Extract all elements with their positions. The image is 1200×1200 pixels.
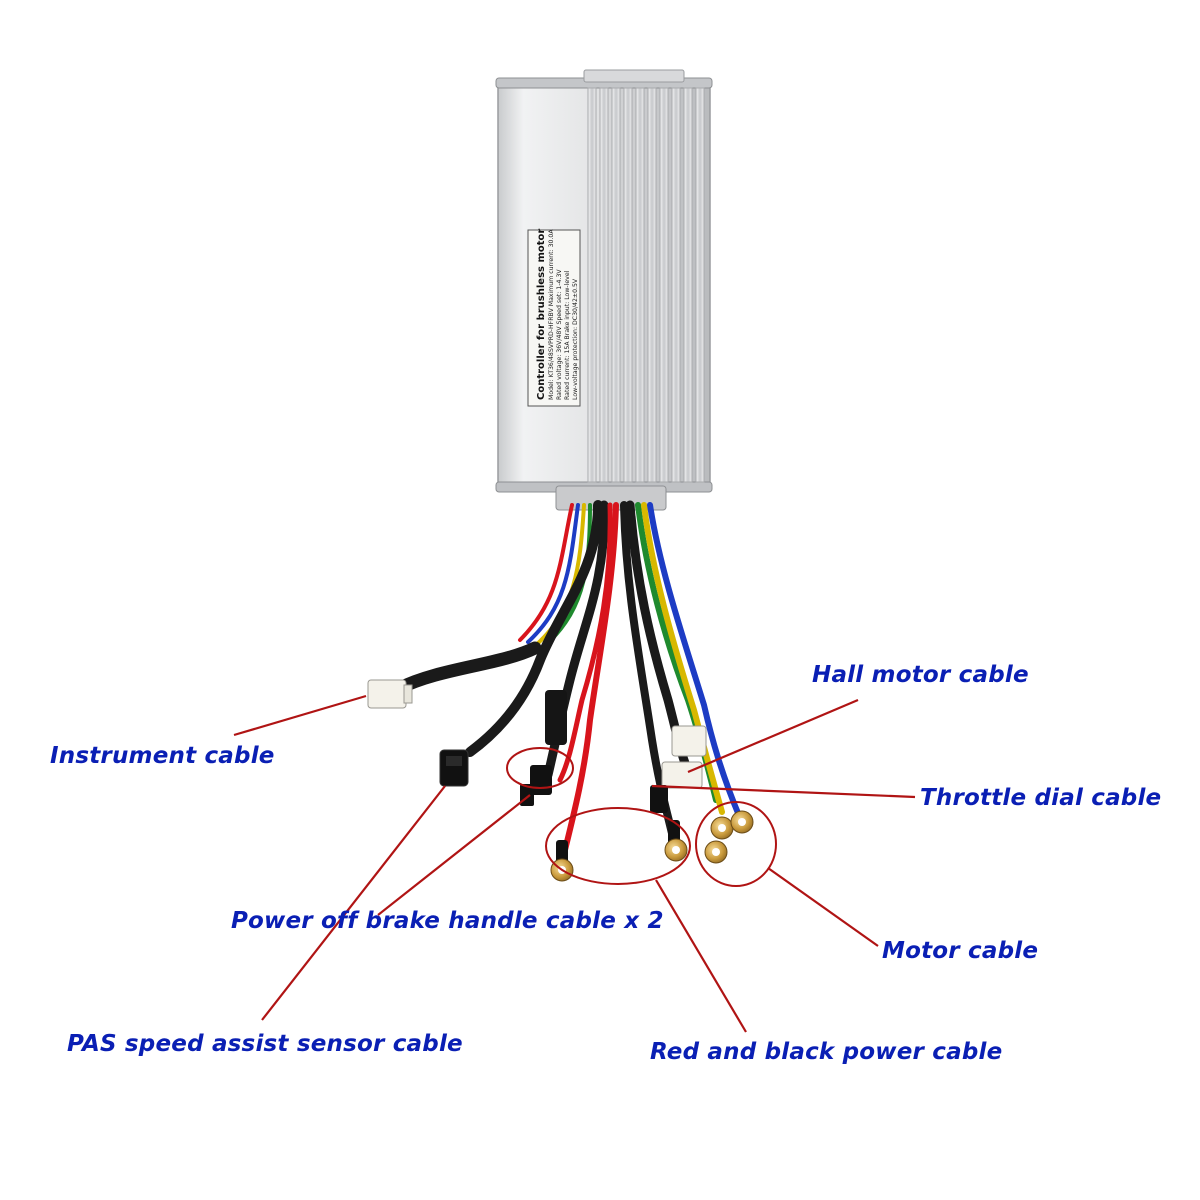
leader-line-pas bbox=[261, 785, 446, 1021]
label-hall-motor-cable: Hall motor cable bbox=[812, 662, 1029, 688]
leader-line-motor bbox=[767, 867, 879, 947]
product-label-line: Low-voltage protection: DC30/42±0.5V bbox=[572, 278, 579, 400]
heatsink-fins bbox=[587, 87, 705, 483]
product-label-line: Rated voltage: 36V/48V Speed set: 1-4.3V bbox=[556, 269, 563, 400]
motor-lug bbox=[730, 810, 754, 834]
highlight-circles bbox=[506, 747, 777, 887]
label-motor-cable: Motor cable bbox=[882, 938, 1039, 964]
motor-highlight-circle bbox=[695, 801, 777, 887]
power-black-lug bbox=[664, 820, 688, 862]
instrument-connector bbox=[367, 679, 413, 709]
product-label: Controller for brushless motor Model: KT… bbox=[527, 229, 581, 407]
power-highlight-circle bbox=[545, 807, 691, 885]
product-label-line: Rated current: 15A Brake input: Low-leve… bbox=[564, 270, 571, 400]
brake-highlight-circle bbox=[506, 747, 574, 789]
label-instrument-cable: Instrument cable bbox=[50, 743, 275, 769]
leader-line-instrument bbox=[233, 694, 367, 737]
label-power-off-brake-handle-cable: Power off brake handle cable x 2 bbox=[231, 908, 664, 934]
ring-terminals bbox=[550, 810, 754, 882]
pas-connector bbox=[439, 749, 469, 787]
label-red-and-black-power-cable: Red and black power cable bbox=[650, 1039, 1003, 1065]
motor-lug bbox=[704, 840, 728, 864]
leader-lines bbox=[233, 694, 916, 1033]
controller-housing: Controller for brushless motor Model: KT… bbox=[495, 69, 713, 511]
motor-lug bbox=[710, 816, 734, 840]
hall-throttle-connector bbox=[650, 725, 707, 813]
label-throttle-dial-cable: Throttle dial cable bbox=[920, 785, 1162, 811]
connectors bbox=[367, 679, 707, 813]
leader-line-hall bbox=[687, 698, 859, 774]
product-label-line: Model: KT36/48SVPRD-HFRBV Maximum curren… bbox=[548, 229, 555, 400]
product-label-title: Controller for brushless motor bbox=[536, 229, 547, 400]
label-pas-speed-assist-sensor-cable: PAS speed assist sensor cable bbox=[67, 1031, 463, 1057]
leader-line-power bbox=[655, 879, 747, 1033]
leader-line-brake bbox=[377, 794, 531, 916]
leader-line-throttle bbox=[651, 784, 916, 799]
wire-bundle bbox=[393, 500, 743, 865]
